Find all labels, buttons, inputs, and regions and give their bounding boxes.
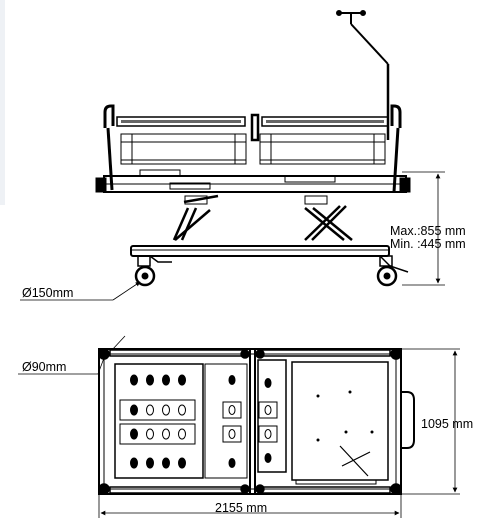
bed-frame	[95, 169, 411, 205]
castor-leader-line	[112, 281, 141, 301]
foot-section-deck	[291, 361, 389, 485]
top-rails	[109, 349, 391, 494]
width-label: 1095 mm	[421, 417, 473, 431]
seat-section-deck	[257, 359, 287, 473]
width-dimension	[398, 348, 460, 495]
page-edge-strip	[0, 0, 5, 205]
height-dimension	[402, 171, 445, 286]
length-label: 2155 mm	[215, 501, 267, 515]
castor-wheel-left	[134, 255, 156, 287]
height-max-label: Max.:855 mm	[390, 224, 466, 238]
top-view	[18, 335, 460, 518]
length-dimension	[98, 494, 402, 518]
castor-diameter-label-top: Ø90mm	[22, 360, 66, 374]
bed-base	[130, 245, 409, 273]
castor-diameter-label-side: Ø150mm	[22, 286, 73, 300]
castor-wheel-right	[376, 255, 398, 287]
top-frame	[98, 348, 402, 495]
headboard-left	[103, 104, 246, 191]
iv-pole	[336, 10, 390, 140]
side-rails	[120, 133, 386, 165]
side-view	[20, 10, 445, 301]
footboard-right	[250, 104, 402, 193]
foot-handle	[401, 391, 415, 449]
scissor-lift	[172, 194, 353, 241]
height-min-label: Min. :445 mm	[390, 237, 466, 251]
head-section-deck	[114, 363, 248, 479]
